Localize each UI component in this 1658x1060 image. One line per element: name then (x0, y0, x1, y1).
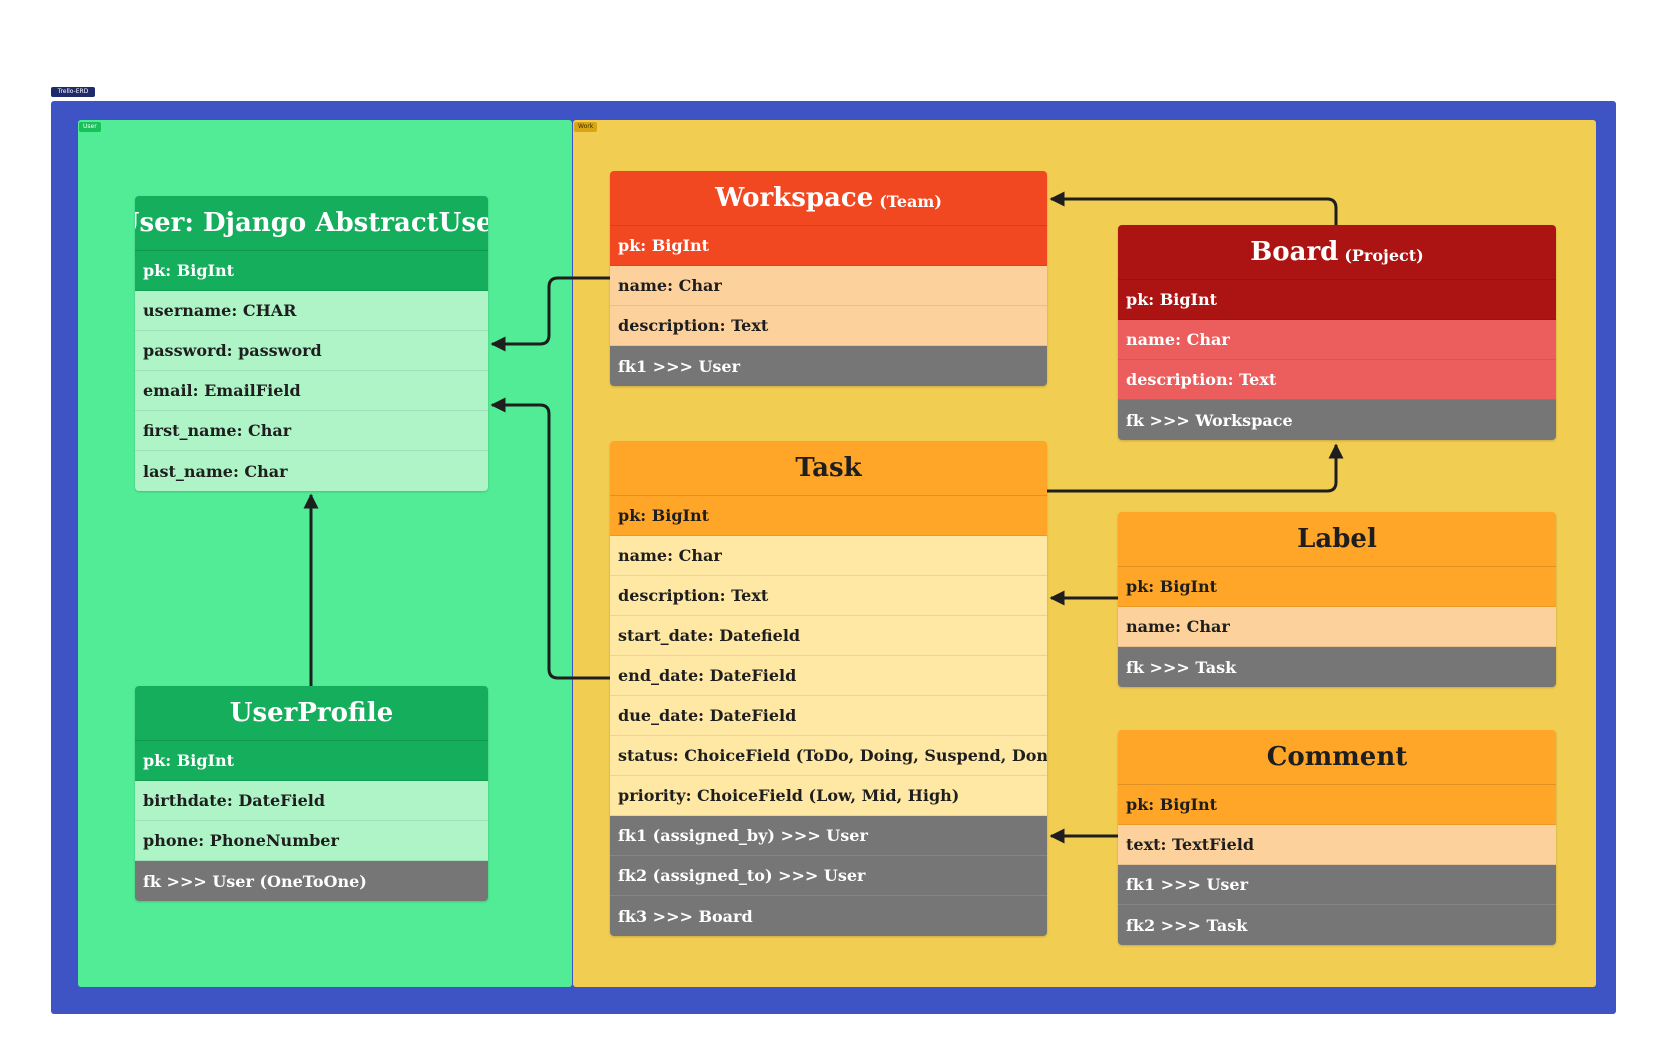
task-table[interactable]: Task pk: BigInt name: Char description: … (610, 441, 1047, 936)
table-title: Board(Project) (1118, 225, 1556, 280)
fk-row: fk >>> User (OneToOne) (135, 861, 488, 901)
pk-row: pk: BigInt (1118, 785, 1556, 825)
field-row: first_name: Char (135, 411, 488, 451)
connector-board-workspace[interactable] (1049, 191, 1338, 225)
label-table[interactable]: Label pk: BigInt name: Char fk >>> Task (1118, 512, 1556, 687)
connector-task-board[interactable] (1047, 443, 1344, 493)
fk-row: fk1 (assigned_by) >>> User (610, 816, 1047, 856)
section-user-label[interactable]: User (79, 122, 101, 132)
table-title-text: Workspace (715, 183, 874, 213)
comment-table[interactable]: Comment pk: BigInt text: TextField fk1 >… (1118, 730, 1556, 945)
table-subtitle: (Project) (1344, 245, 1424, 265)
table-title: Workspace(Team) (610, 171, 1047, 226)
fk-row: fk1 >>> User (610, 346, 1047, 386)
field-row: description: Text (610, 576, 1047, 616)
pk-row: pk: BigInt (1118, 280, 1556, 320)
pk-row: pk: BigInt (610, 226, 1047, 266)
field-row: name: Char (610, 536, 1047, 576)
field-row: name: Char (610, 266, 1047, 306)
fk-row: fk2 >>> Task (1118, 905, 1556, 945)
connector-task-user[interactable] (490, 397, 610, 680)
connector-workspace-user[interactable] (490, 276, 610, 352)
field-row: birthdate: DateField (135, 781, 488, 821)
workspace-table[interactable]: Workspace(Team) pk: BigInt name: Char de… (610, 171, 1047, 386)
userprofile-table[interactable]: UserProfile pk: BigInt birthdate: DateFi… (135, 686, 488, 901)
field-row: description: Text (610, 306, 1047, 346)
board-table[interactable]: Board(Project) pk: BigInt name: Char des… (1118, 225, 1556, 440)
table-subtitle: (Team) (879, 191, 942, 211)
table-title: UserProfile (135, 686, 488, 741)
field-row: status: ChoiceField (ToDo, Doing, Suspen… (610, 736, 1047, 776)
field-row: name: Char (1118, 320, 1556, 360)
table-title-text: Board (1250, 237, 1339, 267)
pk-row: pk: BigInt (135, 251, 488, 291)
table-title: Label (1118, 512, 1556, 567)
section-work-label[interactable]: Work (574, 122, 598, 132)
field-row: name: Char (1118, 607, 1556, 647)
table-title: Task (610, 441, 1047, 496)
user-table[interactable]: User: Django AbstractUser pk: BigInt use… (135, 196, 488, 491)
fk-row: fk >>> Task (1118, 647, 1556, 687)
field-row: password: password (135, 331, 488, 371)
field-row: text: TextField (1118, 825, 1556, 865)
field-row: due_date: DateField (610, 696, 1047, 736)
field-row: email: EmailField (135, 371, 488, 411)
field-row: start_date: Datefield (610, 616, 1047, 656)
field-row: last_name: Char (135, 451, 488, 491)
fk-row: fk >>> Workspace (1118, 400, 1556, 440)
field-row: phone: PhoneNumber (135, 821, 488, 861)
frame-label[interactable]: Trello-ERD (51, 87, 95, 97)
field-row: username: CHAR (135, 291, 488, 331)
fk-row: fk3 >>> Board (610, 896, 1047, 936)
table-title: User: Django AbstractUser (135, 196, 488, 251)
pk-row: pk: BigInt (135, 741, 488, 781)
fk-row: fk1 >>> User (1118, 865, 1556, 905)
field-row: description: Text (1118, 360, 1556, 400)
pk-row: pk: BigInt (1118, 567, 1556, 607)
fk-row: fk2 (assigned_to) >>> User (610, 856, 1047, 896)
field-row: priority: ChoiceField (Low, Mid, High) (610, 776, 1047, 816)
field-row: end_date: DateField (610, 656, 1047, 696)
table-title: Comment (1118, 730, 1556, 785)
pk-row: pk: BigInt (610, 496, 1047, 536)
